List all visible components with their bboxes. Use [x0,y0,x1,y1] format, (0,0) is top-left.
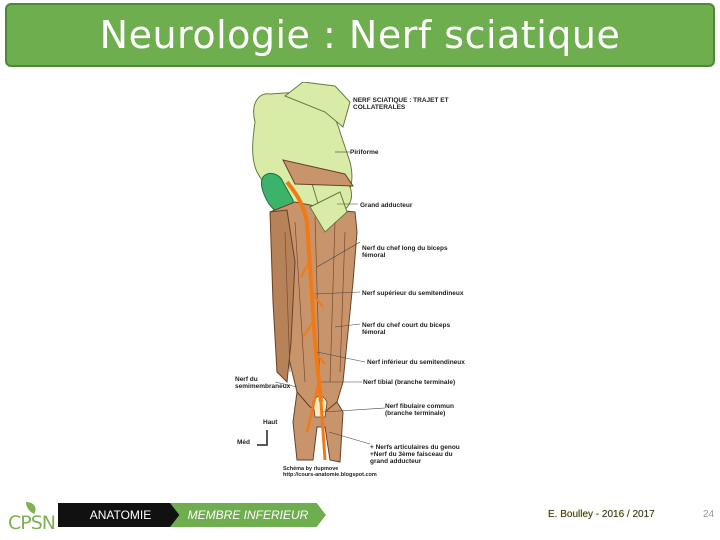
label-nerf-fibulaire: Nerf fibulaire commun (branche terminale… [385,403,454,417]
anatomy-illustration [252,81,386,463]
label-med: Méd [237,439,250,446]
piriformis-muscle [282,159,354,187]
label-piriforme: Piriforme [350,149,379,156]
label-grand-adducteur: Grand adducteur [360,202,413,209]
label-nerf-semimembraneux: Nerf du semimembraneux [235,376,291,390]
page-title: Neurologie : Nerf sciatique [99,13,621,57]
label-nerfs-articulaires: + Nerfs articulaires du genou +Nerf du 3… [370,444,460,465]
label-haut: Haut [263,419,278,426]
tab-membre-inferieur[interactable]: MEMBRE INFERIEUR [170,503,326,527]
nerve-branch-fibular [305,381,321,433]
leader-lines [274,151,386,445]
grand-adducteur-muscle [309,191,348,233]
tab-anatomie[interactable]: ANATOMIE [58,503,183,527]
label-nerf-tibial: Nerf tibial (branche terminale) [363,379,456,386]
label-nerf-chef-long: Nerf du chef long du biceps fémoral [362,245,448,259]
nerve-collateral-3 [302,321,314,338]
nerve-collateral-1 [300,261,310,278]
footer: CPSN ANATOMIE MEMBRE INFERIEUR E. Boulle… [0,498,720,540]
nerve-collateral-2 [310,291,324,308]
muscle-fibres [284,216,346,393]
author-credit: E. Boulley - 2016 / 2017 [548,509,655,520]
iliac-wing [284,81,351,128]
cpsn-logo: CPSN [4,500,56,534]
label-nerf-sup-semitendineux: Nerf supérieur du semitendineux [362,290,464,297]
figure-credit: Schéma by rlupmove http://cours-anatomie… [283,466,377,478]
nerve-branch-tibial [319,401,327,461]
sciatic-nerve [285,180,323,403]
leaf-icon [26,502,36,514]
figure-heading: NERF SCIATIQUE : TRAJET ET COLLATERALES [353,97,449,111]
label-nerf-inf-semitendineux: Nerf inférieur du semitendineux [367,359,465,366]
title-bar: Neurologie : Nerf sciatique [5,3,715,67]
label-nerf-chef-court: Nerf du chef court du biceps fémoral [362,322,451,336]
nerve-collateral-4 [314,351,326,365]
orientation-marker [257,430,268,446]
logo-text: CPSN [8,512,56,534]
page-number: 24 [703,509,715,520]
sciatic-nerve-diagram: NERF SCIATIQUE : TRAJET ET COLLATERALES … [225,81,500,487]
